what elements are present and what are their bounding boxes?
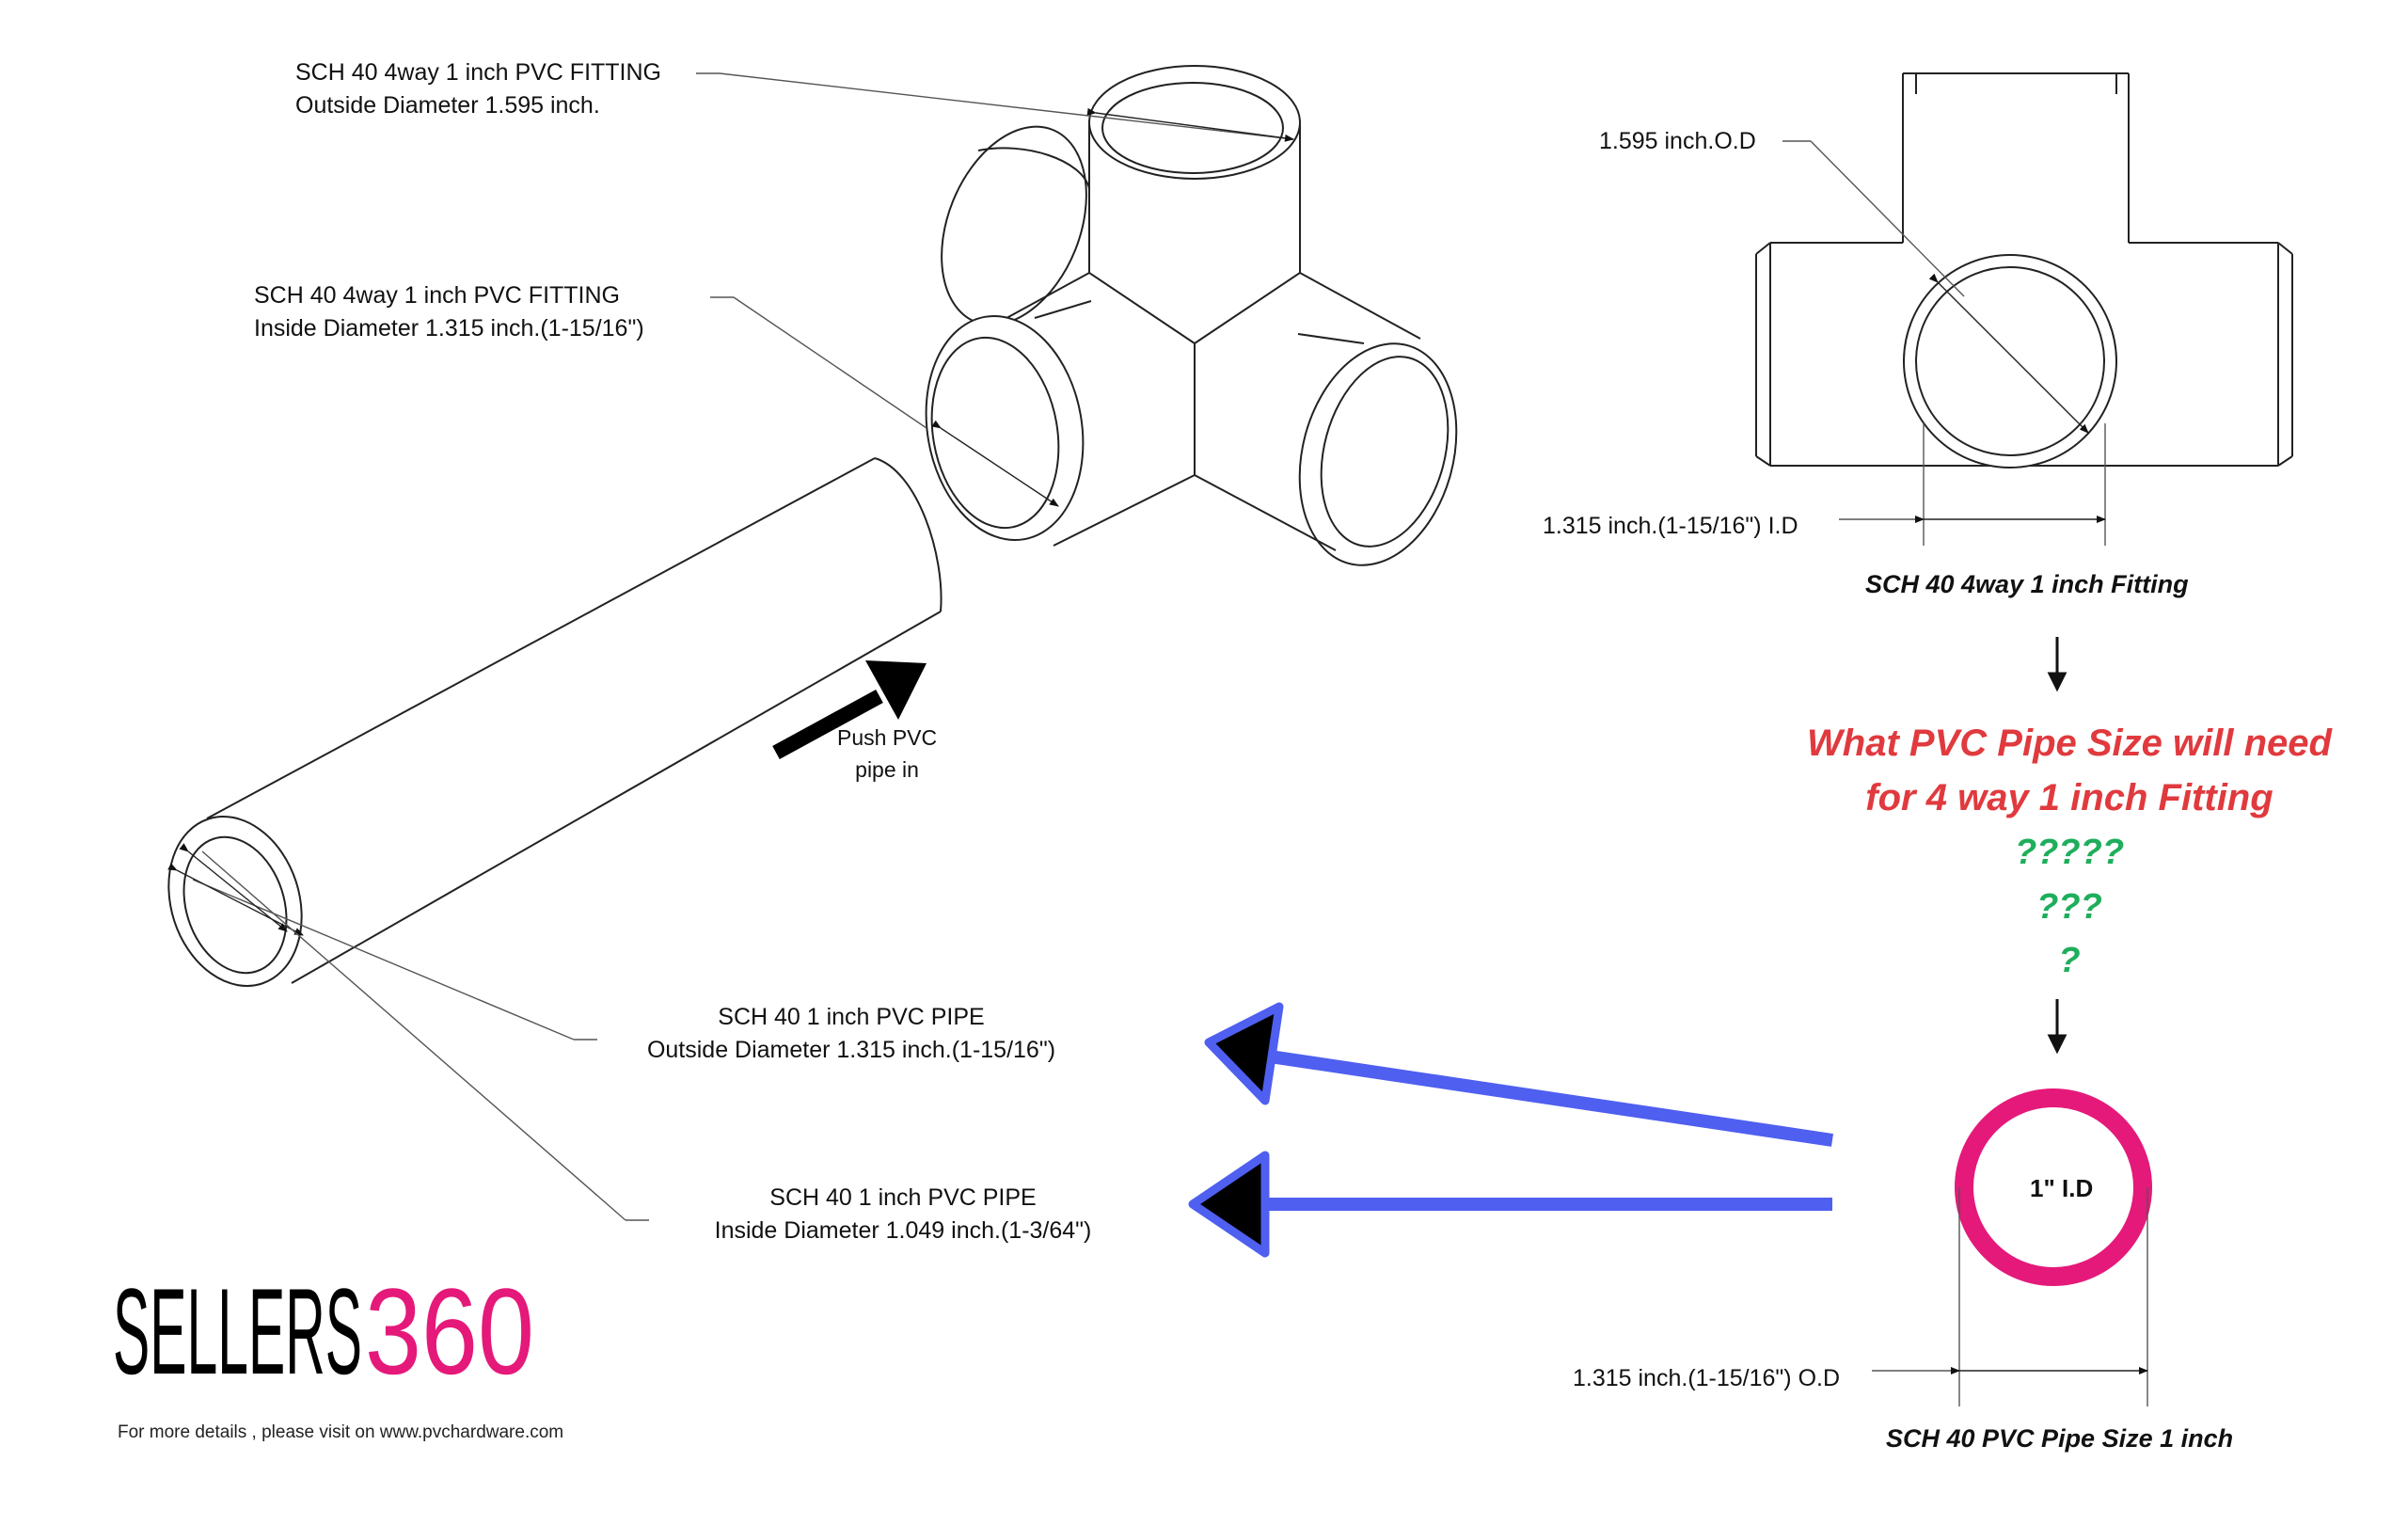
- pipe-od-title: SCH 40 1 inch PVC PIPE: [718, 1004, 985, 1030]
- fitting-view-caption: SCH 40 4way 1 inch Fitting: [1865, 570, 2189, 598]
- pipe-cross-section: [1955, 1088, 2152, 1286]
- fitting-id-title: SCH 40 4way 1 inch PVC FITTING: [254, 282, 621, 309]
- sellers360-logo: SELLERS 360: [113, 1263, 534, 1400]
- fitting-front-view: [1755, 72, 2293, 469]
- pipe-id-value: Inside Diameter 1.049 inch.(1-3/64"): [714, 1217, 1092, 1244]
- push-label: Push PVC pipe in: [837, 722, 937, 786]
- down-arrows: [2047, 637, 2067, 1055]
- svg-text:360: 360: [365, 1263, 534, 1400]
- pipe-view-od-dim: 1.315 inch.(1-15/16") O.D: [1573, 1365, 1841, 1391]
- push-label-line2: pipe in: [855, 757, 919, 782]
- pipe-id-title: SCH 40 1 inch PVC PIPE: [769, 1184, 1037, 1211]
- fitting-od-title: SCH 40 4way 1 inch PVC FITTING: [295, 59, 662, 86]
- fitting-id-value: Inside Diameter 1.315 inch.(1-15/16"): [254, 315, 644, 342]
- pipe-view-caption: SCH 40 PVC Pipe Size 1 inch: [1886, 1424, 2234, 1453]
- fitting-od-label: SCH 40 4way 1 inch PVC FITTING Outside D…: [295, 56, 661, 122]
- fitting-view-dimensions: [1782, 140, 2106, 546]
- leader-lines: [167, 72, 1294, 1221]
- fitting-od-value: Outside Diameter 1.595 inch.: [295, 92, 600, 119]
- fitting-view-id-dim: 1.315 inch.(1-15/16") I.D: [1543, 513, 1798, 539]
- question-line-2: for 4 way 1 inch Fitting: [1865, 777, 2273, 818]
- pipe-inner-label: 1" I.D: [2030, 1174, 2094, 1202]
- push-arrow: [772, 660, 927, 760]
- question-marks-3: ?: [2058, 941, 2081, 980]
- fitting-view-od-dim: 1.595 inch.O.D: [1599, 128, 1756, 154]
- pipe-id-label: SCH 40 1 inch PVC PIPE Inside Diameter 1…: [640, 1182, 1166, 1247]
- fitting-isometric: [925, 65, 1458, 566]
- blue-arrows: [1188, 1002, 1834, 1258]
- svg-text:SELLERS: SELLERS: [113, 1263, 362, 1400]
- question-line-1: What PVC Pipe Size will need: [1807, 723, 2332, 764]
- pipe-od-value: Outside Diameter 1.315 inch.(1-15/16"): [646, 1037, 1056, 1063]
- push-label-line1: Push PVC: [837, 725, 938, 750]
- fitting-id-label: SCH 40 4way 1 inch PVC FITTING Inside Di…: [254, 279, 644, 345]
- pipe-view-dimensions: [1872, 1187, 2148, 1406]
- question-marks-2: ???: [2036, 887, 2102, 927]
- footer-text: For more details , please visit on www.p…: [118, 1422, 564, 1442]
- pipe-od-label: SCH 40 1 inch PVC PIPE Outside Diameter …: [588, 1001, 1115, 1067]
- question-marks-1: ?????: [2014, 833, 2125, 872]
